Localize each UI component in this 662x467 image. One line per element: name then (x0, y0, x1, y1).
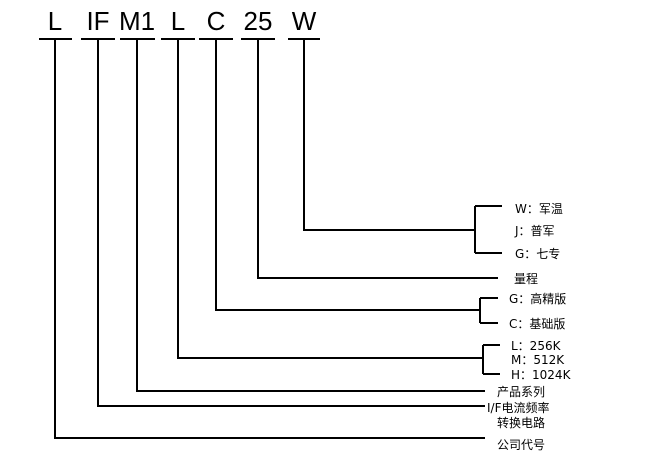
connector-company (54, 39, 485, 439)
company-code-label: 公司代号 (497, 438, 545, 452)
code-segment-company: L (48, 6, 62, 36)
code-segment-grade: W (292, 6, 317, 36)
code-segment-if: IF (86, 6, 109, 36)
version-option-g: G：高精版 (509, 291, 566, 306)
grade-option-j: J：普军 (514, 224, 555, 238)
connector-if (97, 39, 485, 407)
product-series-label: 产品系列 (497, 385, 545, 399)
code-segment-size: L (171, 6, 185, 36)
size-option-m: M：512K (511, 353, 565, 367)
connector-version (215, 39, 498, 324)
labels: W：军温 J：普军 G：七专 量程 G：高精版 C：基础版 L：256K M：5… (487, 202, 572, 452)
code-segment-version: C (207, 6, 226, 36)
connector-series (136, 39, 485, 392)
connector-range (257, 39, 498, 279)
version-option-c: C：基础版 (509, 317, 565, 331)
size-option-l: L：256K (511, 339, 562, 353)
connector-size (177, 39, 500, 375)
code-segment-range: 25 (244, 6, 273, 36)
grade-option-g: G：七专 (515, 246, 560, 261)
if-frequency-label: I/F电流频率 (487, 400, 550, 415)
range-label: 量程 (514, 271, 538, 286)
grade-option-w: W：军温 (515, 202, 563, 216)
code-row: L IF M1 L C 25 W (48, 6, 317, 36)
connector-grade (303, 39, 502, 254)
code-segment-series: M1 (119, 6, 155, 36)
size-option-h: H：1024K (511, 368, 572, 382)
conversion-circuit-label: 转换电路 (497, 415, 545, 430)
